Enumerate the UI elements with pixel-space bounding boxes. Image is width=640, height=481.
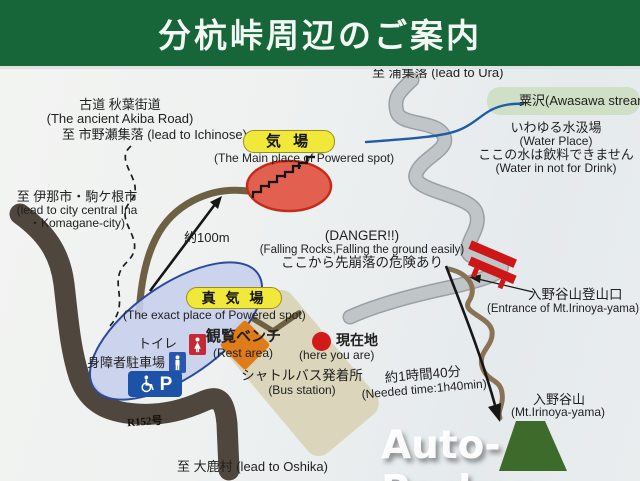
kiba-name-pill: 気 場 (243, 130, 335, 153)
watermark: Auto-Packer (381, 423, 529, 481)
route-152-road (9, 203, 240, 481)
mountain-road (344, 74, 508, 323)
toilet-men-icon (169, 352, 186, 373)
sign-title: 分杭峠周辺のご案内 (158, 17, 482, 54)
distance-100m-arrow (148, 202, 218, 292)
label-to-oshika: 至 大鹿村 (lead to Oshika) (177, 459, 328, 474)
awasawa-stream-line (364, 102, 525, 144)
current-location-dot (312, 332, 331, 351)
kiba-spot-oval (245, 159, 333, 213)
makiba-name-pill: 真 気 場 (186, 287, 282, 309)
kiba-access-trail (135, 186, 252, 320)
label-kiba-en: (The Main place of Powered spot) (214, 151, 395, 165)
label-awasawa-stream: 粟沢(Awasawa stream) (519, 93, 640, 108)
wheelchair-parking-icon: P (128, 371, 182, 397)
label-toilet: トイレ (138, 336, 178, 351)
mount-irinoya-shape (499, 421, 567, 471)
toilet-women-icon (189, 334, 206, 355)
label-parking: 身障者駐車場 (87, 355, 166, 370)
label-to-ichinose: 至 市野瀬集落 (lead to Ichinose) (62, 127, 247, 142)
label-trailhead-en: (Entrance of Mt.Irinoya-yama) (487, 303, 640, 315)
wheelchair-icon (141, 375, 154, 393)
akiba-road-dashed-trail (109, 145, 137, 327)
distance-100m-arrowhead (210, 196, 222, 209)
label-mountain-en: (Mt.Irinoya-yama) (511, 405, 606, 419)
label-akiba-road: 古道 秋葉街道 (The ancient Akiba Road) (46, 97, 194, 127)
label-mountain-jp: 入野谷山 (533, 392, 586, 407)
irinoya-trail (446, 266, 505, 421)
label-here-en: (here you are) (299, 348, 375, 362)
label-to-ina: 至 伊那市・駒ケ根市 (lead to city central Ina ・Ko… (16, 189, 138, 230)
label-water-place: いわゆる水汲場 (Water Place) ここの水は飲料できません (Wate… (478, 120, 634, 176)
label-bench-en: (Rest area) (213, 346, 274, 360)
hiking-route-arrow (444, 265, 497, 406)
trailhead-pointer-arrow (477, 278, 534, 293)
label-trailhead-jp: 入野谷山登山口 (528, 287, 623, 302)
sign-header: 分杭峠周辺のご案内 (0, 0, 640, 69)
label-makiba-en: (The exact place of Powered spot) (123, 308, 306, 322)
label-bench-jp: 観覧ベンチ (206, 328, 282, 345)
label-here-jp: 現在地 (336, 332, 378, 348)
bus-station-area (221, 289, 379, 457)
label-route-152: R152号 (126, 414, 163, 430)
trailhead-pointer-arrowhead (469, 274, 481, 283)
stairs-icon (251, 155, 315, 198)
parking-letter: P (159, 373, 173, 395)
road-closed-barrier-icon (467, 240, 517, 290)
stream-area-patch (487, 87, 640, 115)
hiking-route-arrowhead (488, 403, 501, 422)
label-bus-station: シャトルバス発着所 (Bus station) (241, 368, 363, 397)
label-100m: 約100m (184, 230, 230, 245)
label-danger: (DANGER!!) (Falling Rocks,Falling the gr… (259, 228, 465, 270)
rest-area-path (249, 310, 302, 335)
